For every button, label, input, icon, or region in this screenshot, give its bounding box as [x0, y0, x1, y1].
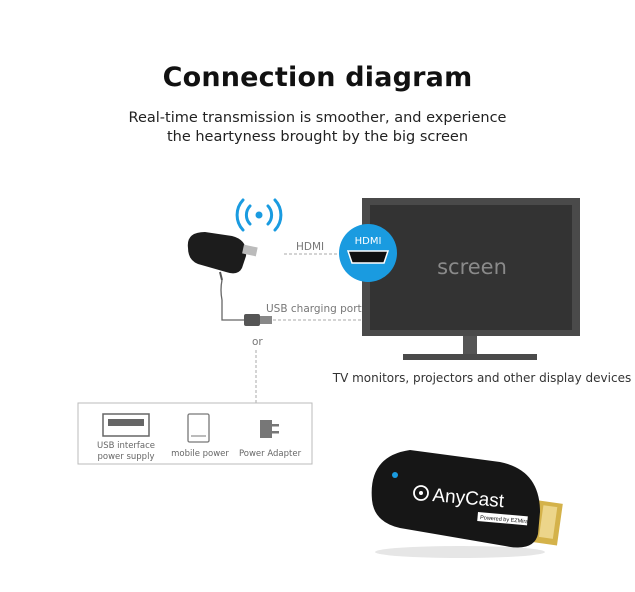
page-title: Connection diagram: [162, 62, 473, 93]
usb-port-label: USB charging port: [266, 303, 362, 315]
usb-cable: [220, 279, 245, 321]
power-options-box: [77, 402, 313, 465]
screen-label: screen: [437, 255, 507, 279]
subtitle-line-2: the heartyness brought by the big screen: [166, 129, 469, 145]
tv-monitor-icon: [362, 198, 580, 360]
powered-by-label: Powered by EZMira: [480, 515, 530, 525]
usb-supply-label-1: USB interface: [97, 441, 155, 451]
anycast-product-image: AnyCast Powered by EZMira: [371, 450, 563, 558]
hdmi-port-icon: [346, 250, 390, 264]
hdmi-badge: HDMI: [339, 224, 397, 282]
usb-port-icon: [102, 413, 150, 437]
wifi-signal-icon: [235, 198, 283, 232]
mobile-power-label: mobile power: [171, 449, 229, 459]
tv-caption: TV monitors, projectors and other displa…: [332, 371, 631, 385]
dongle-device-icon: [187, 232, 258, 281]
power-adapter-label: Power Adapter: [239, 449, 302, 459]
power-adapter-icon: [260, 420, 279, 438]
usb-plug-icon: [244, 314, 272, 326]
hdmi-badge-label: HDMI: [355, 236, 382, 247]
hdmi-label: HDMI: [296, 241, 324, 253]
subtitle-line-1: Real-time transmission is smoother, and …: [128, 110, 507, 126]
usb-supply-label-2: power supply: [98, 452, 155, 462]
or-label: or: [252, 336, 263, 348]
mobile-power-icon: [187, 413, 210, 443]
